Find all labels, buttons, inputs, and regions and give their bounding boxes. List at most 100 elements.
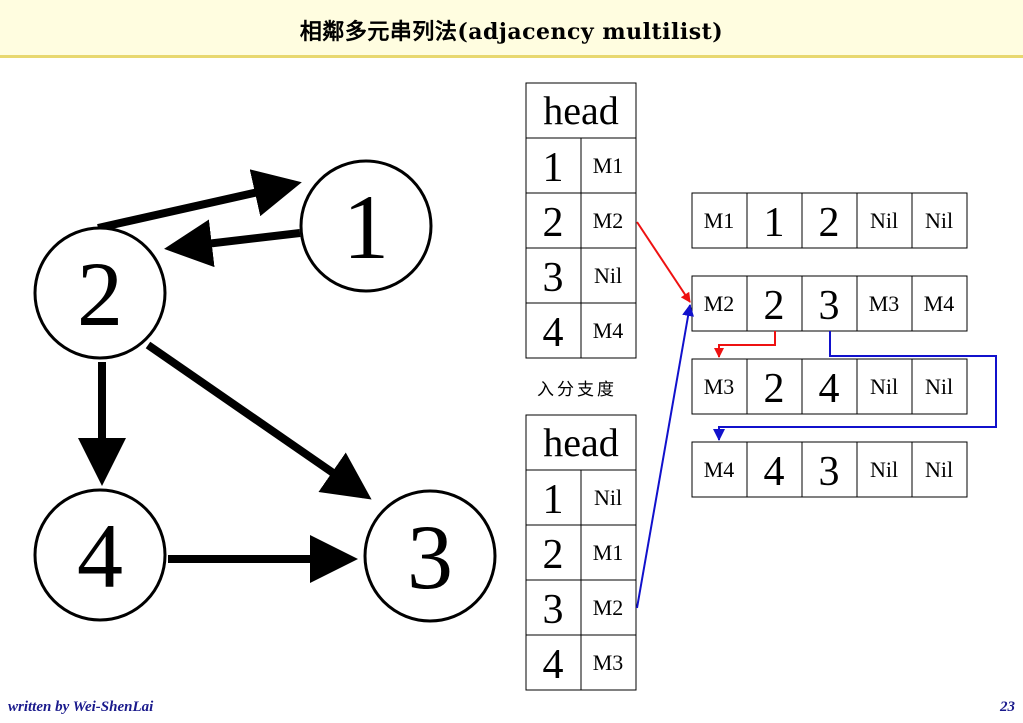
to-cell bbox=[801, 275, 858, 332]
to-cell bbox=[801, 441, 858, 498]
next-out-cell bbox=[856, 192, 913, 249]
node-from: 2 bbox=[764, 283, 785, 329]
pointer-cell bbox=[580, 469, 637, 526]
pointer-label: M2 bbox=[593, 595, 624, 620]
vertex-label: 2 bbox=[543, 532, 564, 578]
next-in-cell bbox=[911, 192, 968, 249]
node-label: 3 bbox=[407, 506, 453, 608]
pointer-label: M2 bbox=[593, 208, 624, 233]
next-in-cell bbox=[911, 441, 968, 498]
graph-node-1: 1 bbox=[299, 159, 433, 293]
node-next-out: Nil bbox=[870, 457, 898, 482]
node-id: M1 bbox=[704, 208, 735, 233]
edge-2-to-3 bbox=[145, 341, 372, 500]
node-id: M4 bbox=[704, 457, 735, 482]
node-label: 1 bbox=[343, 176, 389, 278]
vertex-label: 1 bbox=[543, 145, 564, 191]
node-next-out: Nil bbox=[870, 208, 898, 233]
table-header: head bbox=[543, 88, 619, 133]
multilist-node-m4: M4 4 3 Nil Nil bbox=[691, 441, 968, 498]
edge-2-to-1 bbox=[97, 169, 302, 232]
node-next-in: Nil bbox=[925, 457, 953, 482]
to-cell bbox=[801, 358, 858, 415]
pointer-links bbox=[636, 221, 997, 609]
node-id: M3 bbox=[704, 374, 735, 399]
next-out-cell bbox=[856, 358, 913, 415]
vertex-label: 3 bbox=[543, 587, 564, 633]
out-link-2-to-m2 bbox=[636, 221, 691, 303]
author-credit: written by Wei-ShenLai bbox=[8, 699, 154, 715]
pointer-label: Nil bbox=[594, 485, 622, 510]
pointer-label: M1 bbox=[593, 153, 624, 178]
next-out-cell bbox=[856, 441, 913, 498]
vertex-cell bbox=[525, 524, 582, 581]
in-link-3-to-m2 bbox=[636, 304, 695, 609]
node-next-out: Nil bbox=[870, 374, 898, 399]
pointer-label: M4 bbox=[593, 318, 624, 343]
vertex-cell bbox=[525, 634, 582, 691]
node-from: 4 bbox=[764, 449, 785, 495]
next-out-cell bbox=[856, 275, 913, 332]
title-bar: 相鄰多元串列法(adjacency multilist) bbox=[0, 0, 1023, 58]
pointer-cell bbox=[580, 524, 637, 581]
node-to: 3 bbox=[819, 283, 840, 329]
node-next-in: Nil bbox=[925, 374, 953, 399]
node-from: 1 bbox=[764, 200, 785, 246]
node-to: 4 bbox=[819, 366, 840, 412]
pointer-cell bbox=[580, 634, 637, 691]
node-circle bbox=[33, 488, 167, 622]
graph-node-3: 3 bbox=[363, 489, 497, 623]
page-title: 相鄰多元串列法(adjacency multilist) bbox=[299, 19, 724, 45]
in-head-table: head 1 Nil 2 M1 3 M2 4 M3 bbox=[525, 414, 637, 691]
id-cell bbox=[691, 358, 748, 415]
node-next-in: Nil bbox=[925, 208, 953, 233]
node-circle bbox=[363, 489, 497, 623]
table-header: head bbox=[543, 420, 619, 465]
id-cell bbox=[691, 441, 748, 498]
pointer-cell bbox=[580, 579, 637, 636]
vertex-label: 3 bbox=[543, 255, 564, 301]
node-next-out: M3 bbox=[869, 291, 900, 316]
next-in-cell bbox=[911, 358, 968, 415]
page-number: 23 bbox=[1000, 699, 1015, 715]
graph-node-2: 2 bbox=[33, 226, 167, 360]
id-cell bbox=[691, 275, 748, 332]
vertex-label: 2 bbox=[543, 200, 564, 246]
from-cell bbox=[746, 192, 803, 249]
multilist-node-m2: M2 2 3 M3 M4 bbox=[691, 275, 968, 332]
out-head-table: head 1 M1 2 M2 3 Nil 4 M4 bbox=[525, 82, 637, 359]
edge-1-to-2 bbox=[164, 219, 301, 268]
vertex-cell bbox=[525, 192, 582, 249]
multilist-node-m1: M1 1 2 Nil Nil bbox=[691, 192, 968, 249]
pointer-cell bbox=[580, 302, 637, 359]
node-circle bbox=[33, 226, 167, 360]
in-degree-caption: 入分支度 bbox=[537, 380, 617, 400]
node-id: M2 bbox=[704, 291, 735, 316]
table-header-cell bbox=[525, 414, 637, 471]
id-cell bbox=[691, 192, 748, 249]
pointer-label: M1 bbox=[593, 540, 624, 565]
multilist-node-m3: M3 2 4 Nil Nil bbox=[691, 358, 968, 415]
node-to: 3 bbox=[819, 449, 840, 495]
pointer-label: M3 bbox=[593, 650, 624, 675]
vertex-cell bbox=[525, 137, 582, 194]
node-label: 4 bbox=[77, 505, 123, 607]
pointer-cell bbox=[580, 247, 637, 304]
node-label: 2 bbox=[77, 243, 123, 345]
vertex-cell bbox=[525, 247, 582, 304]
table-header-cell bbox=[525, 82, 637, 139]
node-next-in: M4 bbox=[924, 291, 955, 316]
out-link-m2-to-m3 bbox=[714, 331, 776, 358]
node-from: 2 bbox=[764, 366, 785, 412]
pointer-label: Nil bbox=[594, 263, 622, 288]
graph-node-4: 4 bbox=[33, 488, 167, 622]
vertex-label: 4 bbox=[543, 642, 564, 688]
graph-edges bbox=[78, 169, 372, 583]
vertex-cell bbox=[525, 302, 582, 359]
in-link-m2-to-m4 bbox=[713, 331, 997, 441]
node-circle bbox=[299, 159, 433, 293]
pointer-cell bbox=[580, 137, 637, 194]
vertex-label: 4 bbox=[543, 310, 564, 356]
node-to: 2 bbox=[819, 200, 840, 246]
